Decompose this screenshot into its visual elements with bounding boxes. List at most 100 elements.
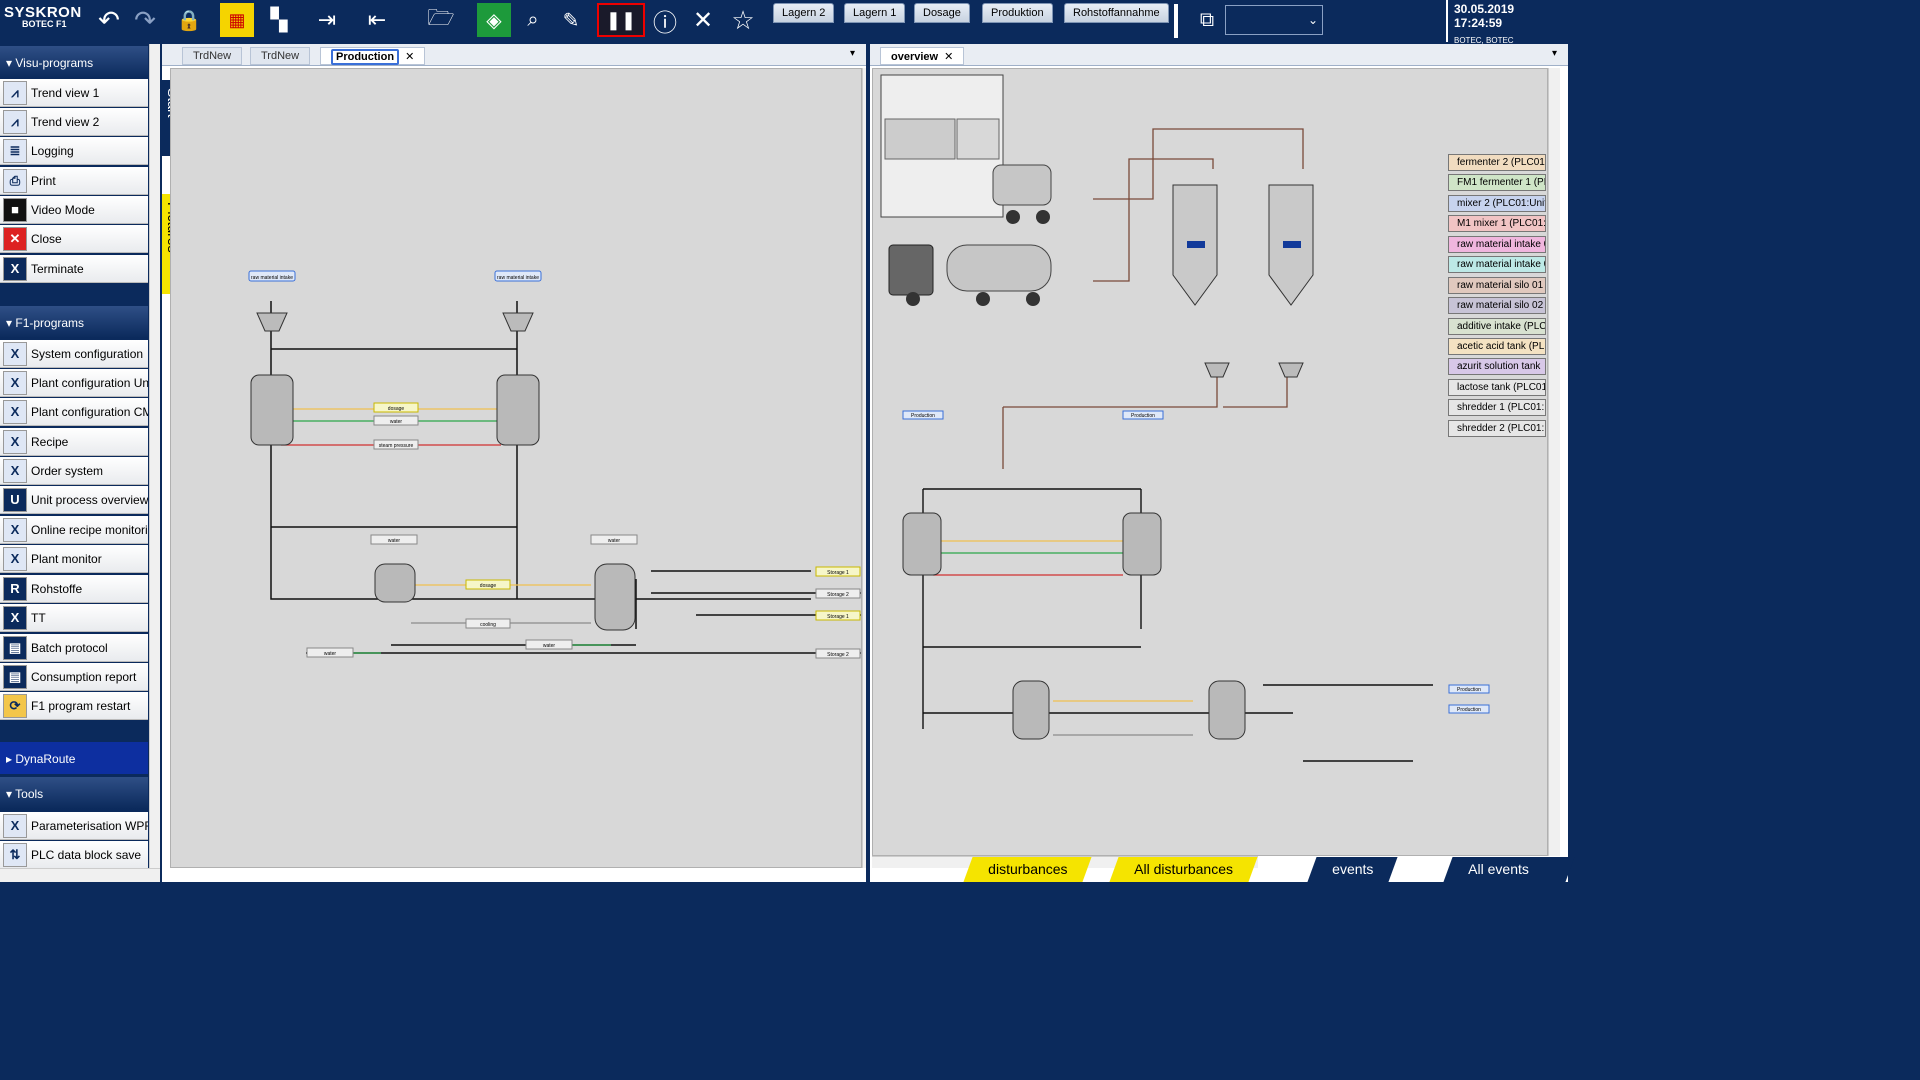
print-icon: ⎙ [3,168,27,193]
view-select[interactable]: ⌄ [1225,5,1323,35]
plc-unit-item[interactable]: raw material silo 02 [1448,297,1546,314]
nav-item-print[interactable]: ⎙Print [0,167,148,195]
picture-tab-lagern2[interactable]: Lagern 2 [773,3,835,23]
water-label: water [390,419,403,425]
undo-icon[interactable]: ↶ [98,4,120,35]
info-icon[interactable]: ⓘ [653,9,677,37]
favorite-icon[interactable]: ☆ [731,4,755,35]
close-icon[interactable]: ✕ [405,51,415,63]
popout-icon[interactable]: ⧉ [1199,8,1215,31]
edit-icon[interactable]: ✎ [562,9,580,32]
plc-unit-item[interactable]: shredder 2 (PLC01: [1448,420,1546,437]
picture-tab-lagern1[interactable]: Lagern 1 [844,3,906,23]
plant-monitor-icon: X [3,546,27,571]
close-icon: ✕ [3,226,27,251]
plant-icon[interactable]: ▦ [220,3,254,37]
nav-item-label: Unit process overview [31,492,148,507]
nav-item-label: Close [31,231,62,246]
tab-menu-icon[interactable]: ▾ [850,48,856,59]
nav-item-batch-protocol[interactable]: ▤Batch protocol [0,634,148,662]
fullscreen-icon[interactable]: ✕ [692,6,714,34]
picture-tab-dosage[interactable]: Dosage [914,3,970,23]
tab-overview[interactable]: overview ✕ [880,47,965,65]
plc-unit-item[interactable]: M1 mixer 1 (PLC01: [1448,215,1546,232]
logout-icon[interactable]: ⇤ [367,7,387,32]
nav-item-close[interactable]: ✕ Close [0,225,148,253]
plc-save-icon: ⇅ [3,842,27,867]
tab-menu-icon[interactable]: ▾ [1552,48,1558,59]
plc-unit-item[interactable]: azurit solution tank [1448,358,1546,375]
plc-unit-item[interactable]: lactose tank (PLC01 [1448,379,1546,396]
tab-trdnew-2[interactable]: TrdNew [250,47,311,65]
tab-production-label: Production [331,49,400,65]
plc-unit-item[interactable]: acetic acid tank (PL [1448,338,1546,355]
restart-icon: ⟳ [3,693,27,718]
tab-disturbances[interactable]: disturbances [963,857,1092,882]
pause-icon[interactable]: ❚❚ [597,3,645,37]
monitor-icon: X [3,517,27,542]
production-label-3: Production [1457,687,1481,693]
app-logo: SYSKRON BOTEC F1 [4,4,84,38]
plc-unit-item[interactable]: FM1 fermenter 1 (PL [1448,174,1546,191]
nav-item-label: TT [31,610,46,625]
nav-item-label: Batch protocol [31,640,108,655]
nav-scrollbar[interactable] [149,44,160,868]
nav-item-trend-view-1[interactable]: ⩘Trend view 1 [0,79,148,107]
plc-unit-item[interactable]: raw material intake 0 [1448,256,1546,273]
tab-trdnew-1[interactable]: TrdNew [182,47,243,65]
nav-group-f1[interactable]: ▾ F1-programs [0,306,148,338]
nav-item-label: Recipe [31,434,69,449]
nav-item-video-mode[interactable]: ■Video Mode [0,196,148,224]
nav-item-plc-data-block-save[interactable]: ⇅PLC data block save [0,841,148,869]
nav-group-title: Tools [15,787,44,801]
overview-vscrollbar[interactable] [1548,68,1560,856]
tab-production[interactable]: Production ✕ [320,47,426,65]
close-icon[interactable]: ✕ [944,51,954,63]
nav-item-label: System configuration [31,346,144,361]
plc-unit-item[interactable]: mixer 2 (PLC01:Unit [1448,195,1546,212]
redo-icon[interactable]: ↷ [134,4,156,35]
plc-unit-item[interactable]: shredder 1 (PLC01: [1448,399,1546,416]
nav-group-visu[interactable]: ▾ Visu-programs [0,46,148,78]
production-label-2: Production [1131,413,1155,419]
login-icon[interactable]: ⇥ [317,7,337,32]
config-icon: X [3,399,27,424]
datetime-panel: 30.05.2019 17:24:59 BOTEC, BOTEC Systemb… [1446,0,1568,54]
tab-overview-label: overview [891,51,939,63]
nav-hscrollbar[interactable] [0,868,160,882]
folder-eye-icon[interactable]: 🗁 [427,5,455,30]
nav-group-dynaroute[interactable]: ▸ DynaRoute [0,742,148,774]
nav-item-consumption-report[interactable]: ▤Consumption report [0,663,148,691]
nav-item-f1-program-restart[interactable]: ⟳F1 program restart [0,692,148,720]
nav-item-trend-view-2[interactable]: ⩘Trend view 2 [0,108,148,136]
param-icon: X [3,813,27,838]
picture-tab-produktion[interactable]: Produktion [982,3,1053,23]
search-icon[interactable]: ⌕ [527,8,539,31]
chevron-down-icon: ⌄ [1307,13,1318,27]
plc-unit-item[interactable]: raw material silo 01 [1448,277,1546,294]
tab-all-events[interactable]: All events [1443,857,1575,882]
dashboard-icon[interactable]: ▚ [270,7,288,32]
plc-unit-item[interactable]: raw material intake 0 [1448,236,1546,253]
picture-tab-rohstoffannahme[interactable]: Rohstoffannahme [1064,3,1169,23]
nav-group-tools[interactable]: ▾ Tools [0,777,148,809]
lock-icon[interactable]: 🔒 [176,9,202,32]
nav-item-logging[interactable]: ≣Logging [0,137,148,165]
remote-icon[interactable]: ◈ [477,3,511,37]
tab-all-disturbances[interactable]: All disturbances [1109,857,1258,882]
plc-unit-item[interactable]: additive intake (PLC [1448,318,1546,335]
tab-events[interactable]: events [1307,857,1398,882]
plc-unit-item[interactable]: fermenter 2 (PLC01 [1448,154,1546,171]
